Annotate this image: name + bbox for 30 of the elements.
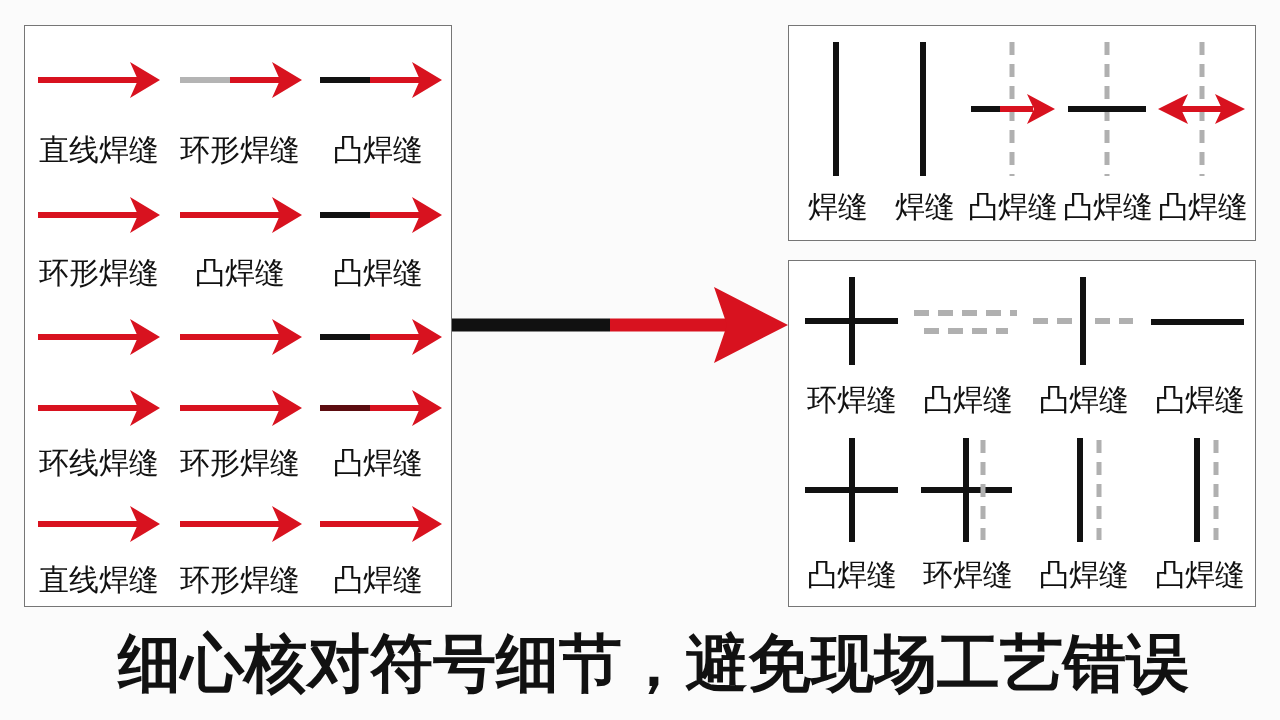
symbol-label: 凸焊缝 <box>806 559 897 590</box>
symbol-label: 直线焊缝 <box>38 134 159 165</box>
symbol-label: 环焊缝 <box>806 384 897 415</box>
symbol-panel <box>24 25 452 607</box>
symbol-label: 直线焊缝 <box>38 564 159 595</box>
symbol-label: 环形焊缝 <box>179 134 300 165</box>
symbol-label: 环形焊缝 <box>179 564 300 595</box>
symbol-label: 凸焊缝 <box>194 257 285 288</box>
symbol-label: 焊缝 <box>807 191 868 222</box>
symbol-label: 凸焊缝 <box>332 564 423 595</box>
symbol-label: 凸焊缝 <box>1157 191 1248 222</box>
symbol-label: 凸焊缝 <box>332 447 423 478</box>
symbol-label: 凸焊缝 <box>1038 559 1129 590</box>
symbol-label: 环焊缝 <box>922 559 1013 590</box>
symbol-label: 凸焊缝 <box>1154 559 1245 590</box>
symbol-label: 凸焊缝 <box>332 134 423 165</box>
symbol-panel <box>788 25 1256 241</box>
symbol-label: 凸焊缝 <box>922 384 1013 415</box>
caption: 细心核对符号细节，避免现场工艺错误 <box>118 632 1189 695</box>
arrow <box>452 287 788 363</box>
symbol-label: 凸焊缝 <box>1038 384 1129 415</box>
symbol-label: 环形焊缝 <box>38 257 159 288</box>
symbol-label: 环形焊缝 <box>179 447 300 478</box>
symbol-label: 凸焊缝 <box>1154 384 1245 415</box>
symbol-label: 凸焊缝 <box>332 257 423 288</box>
symbol-label: 焊缝 <box>894 191 955 222</box>
symbol-label: 凸焊缝 <box>967 191 1058 222</box>
symbol-panel <box>788 260 1256 607</box>
symbol-label: 环线焊缝 <box>38 447 159 478</box>
symbol-label: 凸焊缝 <box>1062 191 1153 222</box>
